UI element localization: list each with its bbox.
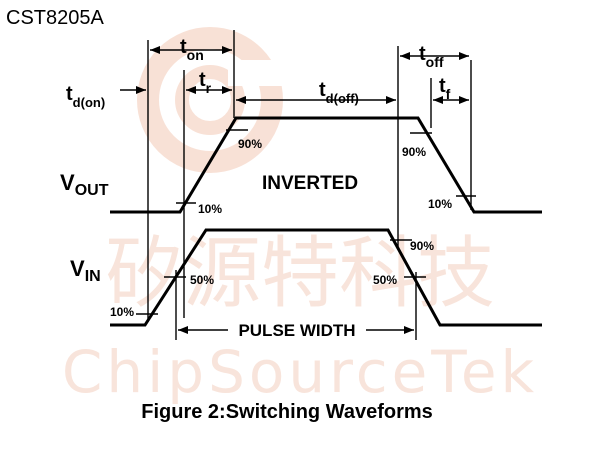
level-out-10-fall: 10% bbox=[428, 197, 452, 211]
part-number: CST8205A bbox=[6, 7, 104, 29]
level-out-10-rise: 10% bbox=[198, 202, 222, 216]
level-in-90-fall: 90% bbox=[410, 239, 434, 253]
watermark-chinese-text: 矽源特科技 bbox=[105, 229, 495, 319]
label-t-r: tr bbox=[199, 69, 212, 96]
label-t-d-off: td(off) bbox=[319, 79, 359, 106]
dimension-arrows bbox=[120, 46, 469, 334]
level-in-50-fall: 50% bbox=[373, 273, 397, 287]
label-vin: VIN bbox=[70, 256, 101, 285]
label-pulse-width: PULSE WIDTH bbox=[238, 321, 355, 340]
label-t-d-on: td(on) bbox=[66, 83, 105, 110]
label-t-f: tf bbox=[439, 75, 451, 102]
watermark-latin-text: ChipSourceTek bbox=[62, 338, 538, 406]
label-t-off: toff bbox=[419, 43, 444, 70]
vout-waveform bbox=[110, 116, 542, 214]
label-vout: VOUT bbox=[60, 170, 109, 199]
vin-waveform bbox=[110, 228, 542, 327]
level-out-90-fall: 90% bbox=[402, 145, 426, 159]
label-t-on: ton bbox=[180, 36, 204, 63]
level-out-90-rise: 90% bbox=[238, 137, 262, 151]
level-in-50-rise: 50% bbox=[190, 273, 214, 287]
figure-caption: Figure 2:Switching Waveforms bbox=[141, 401, 433, 423]
level-in-10-rise: 10% bbox=[110, 305, 134, 319]
watermark: 矽源特科技 ChipSourceTek bbox=[62, 27, 538, 406]
label-inverted: INVERTED bbox=[262, 173, 358, 194]
